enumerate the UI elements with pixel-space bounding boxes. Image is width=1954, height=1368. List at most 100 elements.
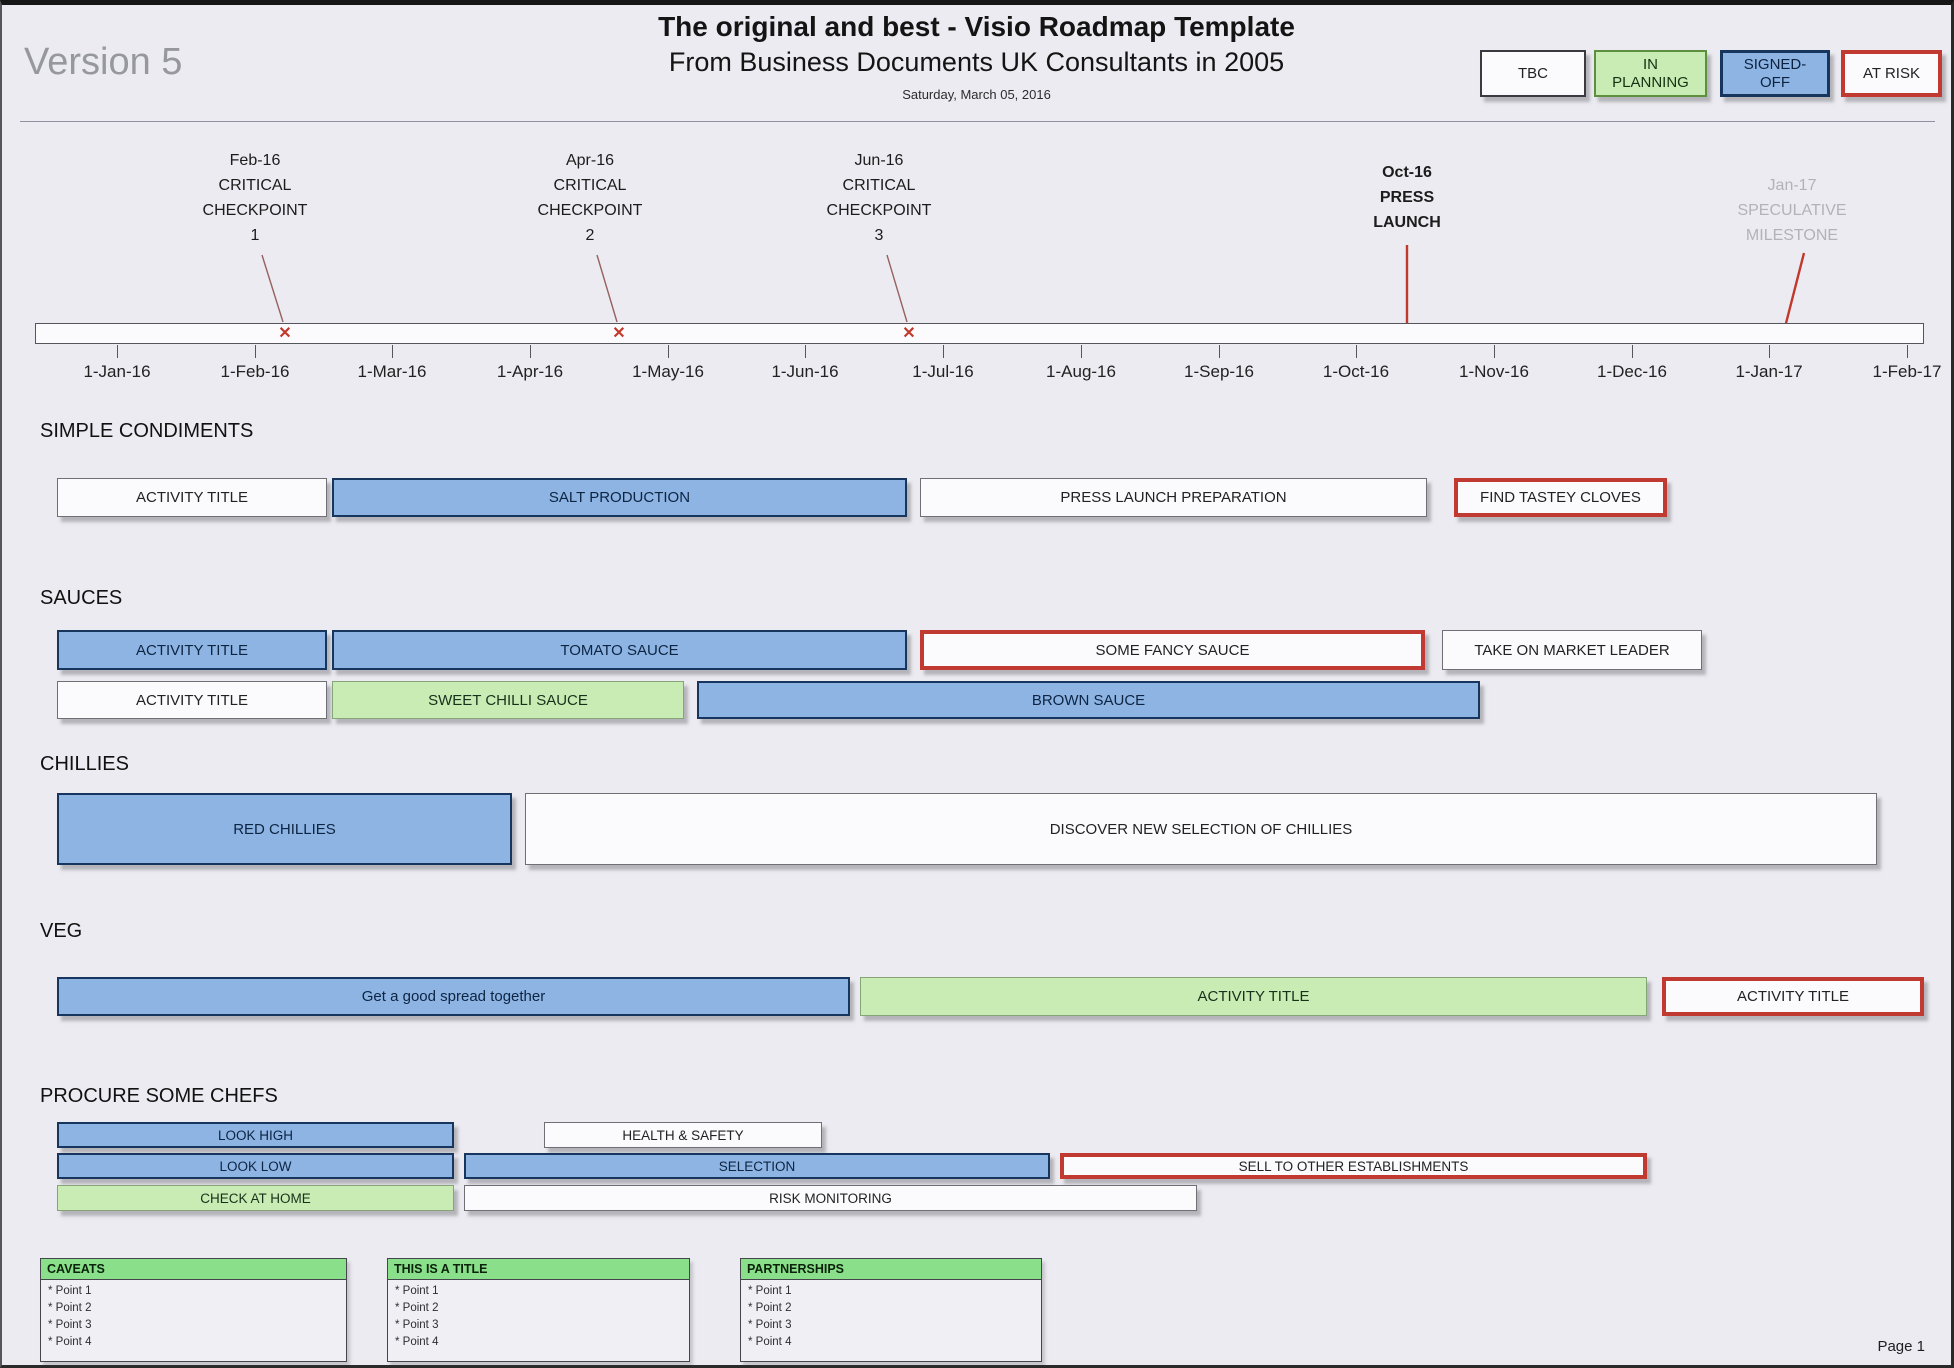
axis-tick [1219, 345, 1220, 358]
axis-tick [1769, 345, 1770, 358]
bar-activity-title[interactable]: ACTIVITY TITLE [860, 977, 1647, 1016]
bar-take-on-market-leader[interactable]: TAKE ON MARKET LEADER [1442, 630, 1702, 670]
bar-label: DISCOVER NEW SELECTION OF CHILLIES [1049, 820, 1353, 838]
axis-tick [1356, 345, 1357, 358]
axis-tick-label: 1-Sep-16 [1184, 362, 1254, 381]
info-box-caveats[interactable]: CAVEATS* Point 1* Point 2* Point 3* Poin… [40, 1258, 347, 1362]
milestone-label: 2 [585, 227, 595, 244]
bar-label: TAKE ON MARKET LEADER [1474, 641, 1670, 659]
info-box-this-is-a-title[interactable]: THIS IS A TITLE* Point 1* Point 2* Point… [387, 1258, 690, 1362]
legend-label: OFF [1760, 73, 1790, 91]
milestone-leader-line [596, 254, 618, 323]
milestone-leader-line [886, 254, 908, 323]
bar-look-low[interactable]: LOOK LOW [57, 1153, 454, 1179]
bar-activity-title[interactable]: ACTIVITY TITLE [57, 630, 327, 670]
bar-press-launch-preparation[interactable]: PRESS LAUNCH PREPARATION [920, 478, 1427, 517]
axis-tick-label: 1-Nov-16 [1459, 362, 1529, 381]
legend-label: PLANNING [1612, 73, 1689, 91]
axis-tick [805, 345, 806, 358]
bar-health-safety[interactable]: HEALTH & SAFETY [544, 1122, 822, 1148]
axis-tick [1632, 345, 1633, 358]
info-box-point: * Point 4 [48, 1336, 92, 1348]
bar-label: BROWN SAUCE [1031, 691, 1146, 709]
bar-salt-production[interactable]: SALT PRODUCTION [332, 478, 907, 517]
timeline-bar[interactable] [35, 323, 1924, 344]
milestone-label: CHECKPOINT [826, 202, 932, 219]
milestone-label: Jan-17 [1767, 177, 1817, 194]
info-box-point: * Point 2 [748, 1302, 792, 1314]
section-title-simple-condiments: SIMPLE CONDIMENTS [40, 420, 254, 442]
page-number: Page 1 [1877, 1338, 1925, 1355]
bar-activity-title[interactable]: ACTIVITY TITLE [57, 681, 327, 719]
bar-label: SWEET CHILLI SAUCE [428, 691, 588, 709]
info-box-point: * Point 3 [48, 1319, 92, 1331]
bar-find-tastey-cloves[interactable]: FIND TASTEY CLOVES [1454, 478, 1667, 517]
page-title: The original and best - Visio Roadmap Te… [658, 11, 1295, 42]
checkpoint-x-icon: ✕ [612, 325, 626, 342]
axis-tick [117, 345, 118, 358]
axis-tick-label: 1-Oct-16 [1322, 362, 1390, 381]
axis-tick-label: 1-Feb-17 [1872, 362, 1942, 381]
axis-tick [255, 345, 256, 358]
bar-label: SELL TO OTHER ESTABLISHMENTS [1238, 1158, 1469, 1174]
legend-at-risk[interactable]: AT RISK [1841, 50, 1942, 97]
bar-brown-sauce[interactable]: BROWN SAUCE [697, 681, 1480, 719]
bar-risk-monitoring[interactable]: RISK MONITORING [464, 1185, 1197, 1211]
legend-label: AT RISK [1863, 64, 1920, 82]
info-box-point: * Point 1 [748, 1285, 792, 1297]
info-box-point: * Point 3 [748, 1319, 792, 1331]
section-title-procure-some-chefs: PROCURE SOME CHEFS [40, 1085, 278, 1107]
bar-activity-title[interactable]: ACTIVITY TITLE [1662, 977, 1924, 1016]
page-date: Saturday, March 05, 2016 [902, 87, 1051, 102]
bar-label: CHECK AT HOME [200, 1190, 311, 1206]
legend-signed-off[interactable]: SIGNED-OFF [1720, 50, 1830, 97]
bar-discover-new-selection-of-chillies[interactable]: DISCOVER NEW SELECTION OF CHILLIES [525, 793, 1877, 865]
axis-tick-label: 1-Jan-16 [83, 362, 151, 381]
milestone-label: CRITICAL [842, 177, 916, 194]
milestone-label: Apr-16 [565, 152, 615, 169]
info-box-point: * Point 2 [48, 1302, 92, 1314]
axis-tick [668, 345, 669, 358]
info-box-point: * Point 3 [395, 1319, 439, 1331]
legend-tbc[interactable]: TBC [1480, 50, 1586, 97]
bar-label: FIND TASTEY CLOVES [1480, 489, 1641, 506]
bar-look-high[interactable]: LOOK HIGH [57, 1122, 454, 1148]
milestone-label: MILESTONE [1745, 227, 1839, 244]
milestone-label: SPECULATIVE [1737, 202, 1847, 219]
bar-label: TOMATO SAUCE [560, 641, 679, 659]
axis-tick-label: 1-Feb-16 [220, 362, 290, 381]
header-divider [20, 121, 1935, 122]
bar-label: LOOK HIGH [217, 1127, 293, 1143]
section-title-veg: VEG [40, 920, 83, 942]
bar-check-at-home[interactable]: CHECK AT HOME [57, 1185, 454, 1211]
axis-tick-label: 1-Jun-16 [771, 362, 839, 381]
bar-selection[interactable]: SELECTION [464, 1153, 1050, 1179]
info-box-title: THIS IS A TITLE [388, 1259, 689, 1280]
bar-some-fancy-sauce[interactable]: SOME FANCY SAUCE [920, 630, 1425, 670]
info-box-point: * Point 1 [48, 1285, 92, 1297]
bar-red-chillies[interactable]: RED CHILLIES [57, 793, 512, 865]
bar-get-a-good-spread-together[interactable]: Get a good spread together [57, 977, 850, 1016]
axis-tick [1907, 345, 1908, 358]
milestone-leader-line [261, 254, 284, 323]
axis-tick [943, 345, 944, 358]
milestone-label: Jun-16 [854, 152, 904, 169]
bar-sell-to-other-establishments[interactable]: SELL TO OTHER ESTABLISHMENTS [1060, 1153, 1647, 1179]
milestone-label: CHECKPOINT [202, 202, 308, 219]
legend-label: IN [1643, 55, 1658, 73]
milestone-label: 3 [874, 227, 884, 244]
bar-tomato-sauce[interactable]: TOMATO SAUCE [332, 630, 907, 670]
info-box-partnerships[interactable]: PARTNERSHIPS* Point 1* Point 2* Point 3*… [740, 1258, 1042, 1362]
bar-label: ACTIVITY TITLE [136, 641, 248, 659]
bar-label: HEALTH & SAFETY [622, 1127, 744, 1143]
bar-activity-title[interactable]: ACTIVITY TITLE [57, 478, 327, 517]
bar-sweet-chilli-sauce[interactable]: SWEET CHILLI SAUCE [332, 681, 684, 719]
page-subtitle: From Business Documents UK Consultants i… [668, 47, 1285, 77]
